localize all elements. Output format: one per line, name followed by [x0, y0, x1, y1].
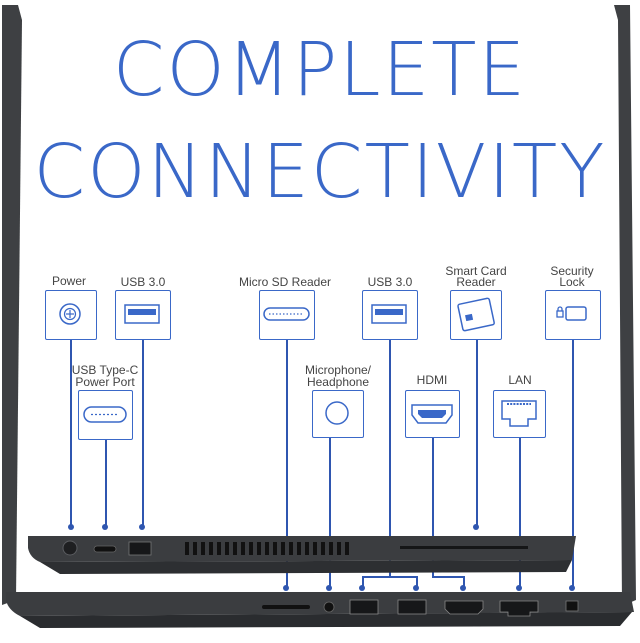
line-security: [572, 340, 574, 587]
label-lan: LAN: [508, 373, 532, 387]
dot-security: [569, 585, 575, 591]
headline-connectivity: CONNECTIVITY: [33, 129, 607, 215]
line-hdmi-branch: [432, 576, 464, 578]
usb-a-icon-right: [362, 290, 418, 340]
lock-icon: [545, 290, 601, 340]
label-sd-reader: Micro SD Reader: [238, 275, 332, 289]
line-smart-card: [476, 340, 478, 526]
lan-slot: [499, 600, 539, 617]
dot-usb-c: [102, 524, 108, 530]
sd-slot: [262, 605, 310, 609]
label-usb-right: USB 3.0: [367, 275, 413, 289]
dot-hdmi: [460, 585, 466, 591]
usb-a-slot-right-1: [349, 599, 379, 615]
dot-usb-right-a: [359, 585, 365, 591]
smart-card-icon: [450, 290, 502, 340]
line-usb-right-b: [416, 576, 418, 587]
hdmi-slot: [444, 600, 484, 615]
audio-jack-icon: [312, 390, 364, 438]
line-mic: [329, 438, 331, 587]
dot-sd: [283, 585, 289, 591]
power-jack: [62, 540, 78, 556]
usb-a-icon: [115, 290, 171, 340]
usb-a-slot-left: [128, 541, 152, 556]
audio-jack: [323, 601, 335, 613]
line-usb-left: [142, 340, 144, 526]
label-hdmi: HDMI: [416, 373, 448, 387]
line-power: [70, 340, 72, 526]
usb-c-icon: [78, 390, 133, 440]
line-usb-right: [389, 340, 391, 576]
dot-usb-left: [139, 524, 145, 530]
label-usb-c: USB Type-C Power Port: [71, 363, 139, 389]
dot-smart-card: [473, 524, 479, 530]
line-hdmi-drop: [463, 576, 465, 587]
dot-lan: [516, 585, 522, 591]
line-usb-right-branch: [362, 576, 418, 578]
line-sd: [286, 340, 288, 587]
dot-mic: [326, 585, 332, 591]
headline-complete: COMPLETE: [112, 27, 528, 113]
line-lan: [519, 438, 521, 587]
dot-usb-right-b: [413, 585, 419, 591]
line-hdmi: [432, 438, 434, 576]
sd-card-icon: [259, 290, 315, 340]
label-power: Power: [51, 274, 86, 288]
power-icon: [45, 290, 97, 340]
smart-card-slot: [400, 546, 528, 549]
line-usb-right-a: [362, 576, 364, 587]
label-smart-card: Smart Card Reader: [445, 264, 507, 289]
ethernet-icon: [493, 390, 546, 438]
label-mic: Microphone/ Headphone: [304, 363, 372, 389]
label-security-lock: Security Lock: [550, 264, 594, 289]
hdmi-icon: [405, 390, 460, 438]
label-usb-left: USB 3.0: [120, 275, 166, 289]
lock-slot: [565, 600, 579, 612]
dot-power: [68, 524, 74, 530]
usb-c-slot: [93, 545, 117, 553]
vent-grille: [185, 542, 349, 555]
usb-a-slot-right-2: [397, 599, 427, 615]
line-usb-c: [105, 440, 107, 526]
